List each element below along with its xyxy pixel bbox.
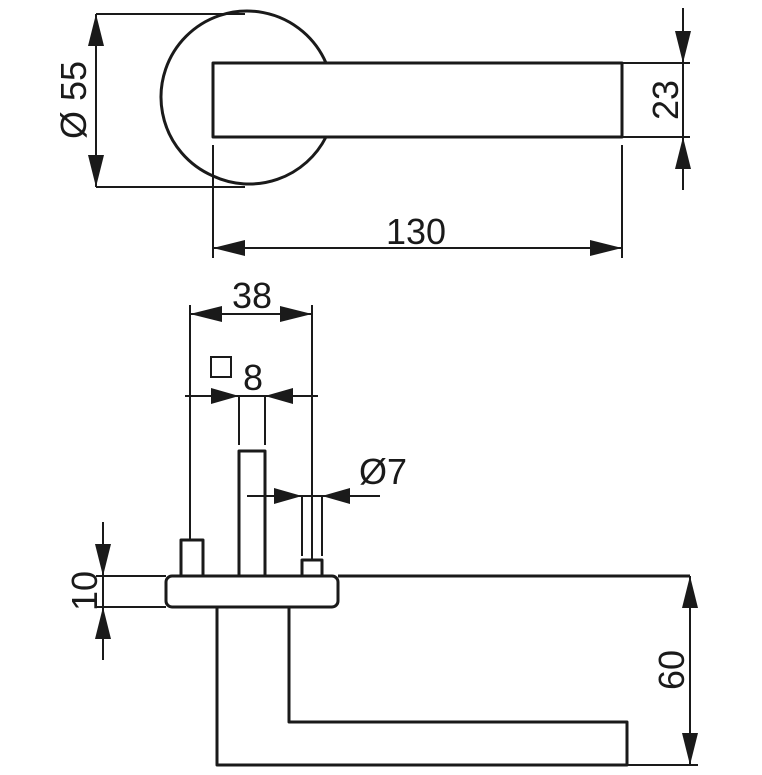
rose-plate [164, 574, 340, 609]
rose-thickness-label: 10 [64, 571, 105, 611]
lever-height-label: 23 [645, 80, 686, 120]
top-view: Ø 55 23 130 [53, 8, 691, 258]
lever-height-dimension: 23 [622, 8, 691, 190]
rose-thickness-dimension: 10 [64, 522, 166, 660]
lever-projection-label: 60 [651, 650, 692, 690]
fixing-pin-left [179, 538, 205, 578]
lever-bar-top [211, 61, 624, 139]
rose-width-label: 38 [232, 275, 272, 316]
lever-length-dimension: 130 [212, 145, 623, 258]
screw-diameter-dimension: Ø7 [247, 451, 407, 556]
rose-circle [159, 9, 328, 186]
lever-side-profile [215, 607, 629, 767]
spindle-square-dimension: 8 [185, 356, 318, 445]
side-view: 38 8 Ø7 10 [64, 275, 698, 767]
square-spindle [237, 449, 267, 578]
rose-diameter-label: Ø 55 [53, 61, 94, 139]
rose-width-dimension: 38 [189, 275, 313, 560]
square-symbol-icon [210, 356, 232, 378]
lever-length-label: 130 [386, 211, 446, 252]
spindle-square-label: 8 [243, 357, 263, 398]
lever-projection-dimension: 60 [627, 576, 698, 766]
screw-diameter-label: Ø7 [359, 451, 407, 492]
rose-diameter-dimension: Ø 55 [53, 13, 245, 188]
fixing-pin-right [300, 558, 324, 578]
